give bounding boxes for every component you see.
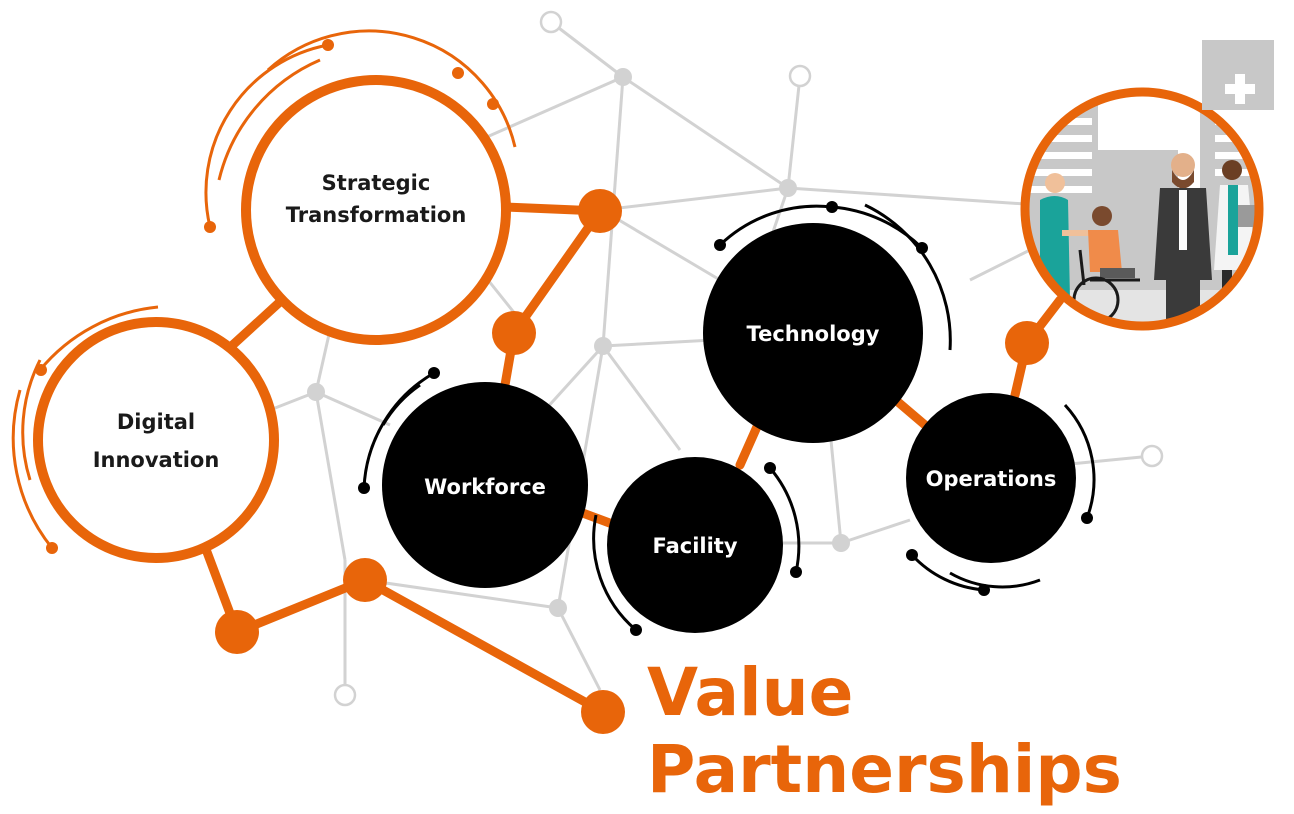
digital-label-line2: Innovation xyxy=(93,448,220,472)
strategic-label-line1: Strategic xyxy=(322,171,431,195)
orange-arc-dots xyxy=(35,39,499,554)
orange-joint-dots xyxy=(215,189,1049,734)
node-technology: Technology xyxy=(703,223,923,443)
facility-label: Facility xyxy=(652,534,737,558)
background-network xyxy=(269,20,1153,695)
black-decorative-arcs xyxy=(362,203,1096,632)
title-line1: Value xyxy=(647,654,853,731)
technology-label: Technology xyxy=(747,322,880,346)
orange-connectors xyxy=(202,202,1065,717)
title-line2: Partnerships xyxy=(647,731,1122,808)
healthcare-illustration xyxy=(1020,40,1274,331)
digital-label-line1: Digital xyxy=(117,410,195,434)
operations-label: Operations xyxy=(926,467,1057,491)
strategic-label-line2: Transformation xyxy=(286,203,467,227)
workforce-label: Workforce xyxy=(424,475,546,499)
title: Value Partnerships xyxy=(647,654,1122,808)
node-operations: Operations xyxy=(906,393,1076,563)
medical-cross-icon xyxy=(1225,74,1255,104)
node-facility: Facility xyxy=(607,457,783,633)
background-network-dots xyxy=(307,10,1164,707)
node-workforce: Workforce xyxy=(382,382,588,588)
node-digital-innovation: Digital Innovation xyxy=(33,317,279,563)
node-strategic-transformation: Strategic Transformation xyxy=(241,75,511,345)
black-arc-dots xyxy=(358,201,1093,636)
